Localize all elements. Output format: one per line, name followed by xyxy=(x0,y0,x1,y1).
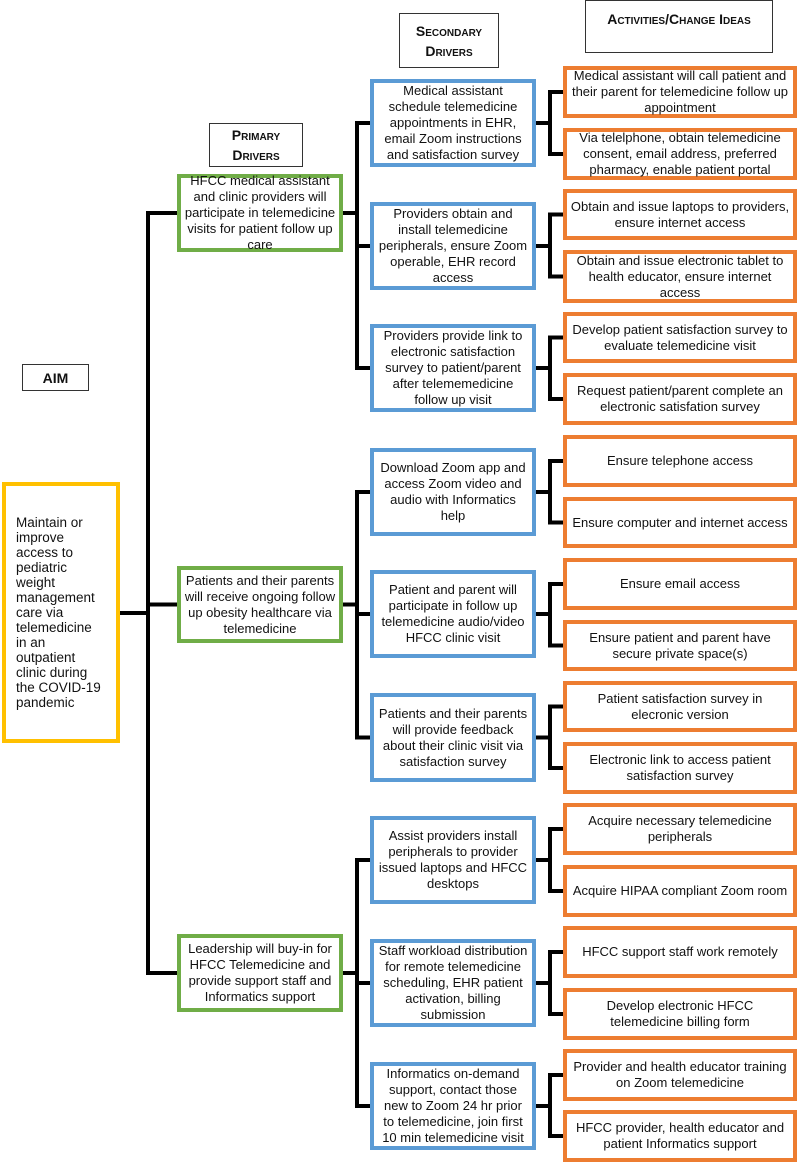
activity-box: Via telelphone, obtain telemedicine cons… xyxy=(563,128,797,180)
activity-box: Ensure email access xyxy=(563,558,797,610)
activity-box: Acquire necessary telemedicine periphera… xyxy=(563,803,797,855)
secondary-driver-box: Providers obtain and install telemedicin… xyxy=(370,202,536,290)
activity-box: HFCC provider, health educator and patie… xyxy=(563,1110,797,1162)
activity-box: HFCC support staff work remotely xyxy=(563,926,797,978)
secondary-driver-box: Medical assistant schedule telemedicine … xyxy=(370,79,536,167)
activity-box: Medical assistant will call patient and … xyxy=(563,66,797,118)
secondary-driver-box: Providers provide link to electronic sat… xyxy=(370,324,536,412)
secondary-drivers-header: Secondary Drivers xyxy=(399,13,499,68)
activity-box: Request patient/parent complete an elect… xyxy=(563,373,797,425)
primary-drivers-header: Primary Drivers xyxy=(209,123,303,167)
activity-box: Develop patient satisfaction survey to e… xyxy=(563,312,797,363)
activity-box: Acquire HIPAA compliant Zoom room xyxy=(563,865,797,917)
primary-driver-box: Leadership will buy-in for HFCC Telemedi… xyxy=(177,934,343,1012)
primary-driver-box: Patients and their parents will receive … xyxy=(177,566,343,643)
secondary-driver-box: Download Zoom app and access Zoom video … xyxy=(370,448,536,536)
secondary-driver-box: Patients and their parents will provide … xyxy=(370,693,536,782)
activities-header: Activities/Change Ideas xyxy=(585,0,773,53)
aim-box: Maintain or improve access to pediatric … xyxy=(2,482,120,743)
secondary-driver-box: Staff workload distribution for remote t… xyxy=(370,939,536,1027)
activity-box: Ensure patient and parent have secure pr… xyxy=(563,620,797,671)
secondary-driver-box: Patient and parent will participate in f… xyxy=(370,570,536,658)
primary-driver-box: HFCC medical assistant and clinic provid… xyxy=(177,173,343,252)
activity-box: Obtain and issue electronic tablet to he… xyxy=(563,250,797,303)
activity-box: Ensure telephone access xyxy=(563,435,797,487)
activity-box: Provider and health educator training on… xyxy=(563,1049,797,1101)
activity-box: Electronic link to access patient satisf… xyxy=(563,742,797,794)
activity-box: Ensure computer and internet access xyxy=(563,497,797,548)
aim-header: AIM xyxy=(22,364,89,391)
secondary-driver-box: Informatics on-demand support, contact t… xyxy=(370,1062,536,1150)
activity-box: Patient satisfaction survey in elecronic… xyxy=(563,681,797,732)
activity-box: Obtain and issue laptops to providers, e… xyxy=(563,189,797,240)
activity-box: Develop electronic HFCC telemedicine bil… xyxy=(563,988,797,1040)
secondary-driver-box: Assist providers install peripherals to … xyxy=(370,816,536,904)
